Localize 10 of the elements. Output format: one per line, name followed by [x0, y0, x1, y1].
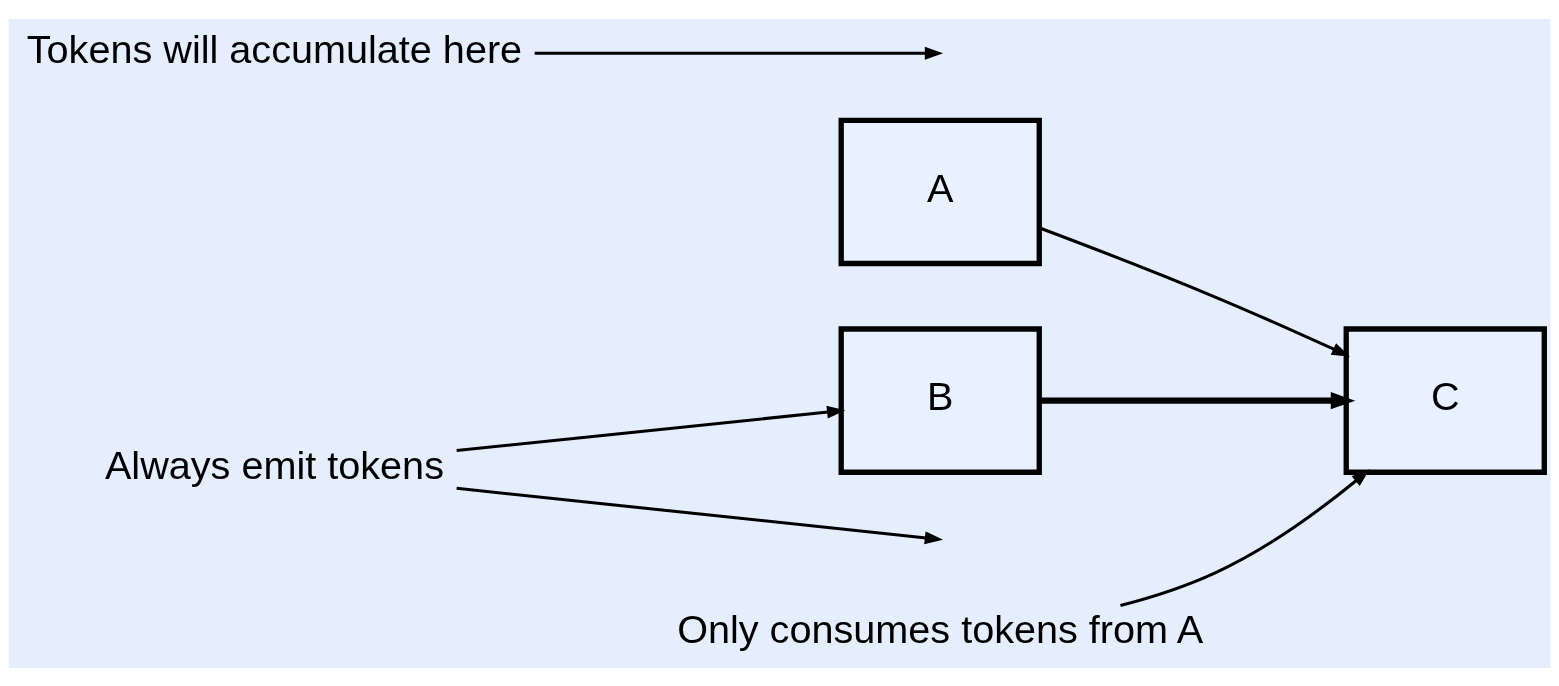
arrow — [1120, 468, 1370, 607]
node-box: B — [838, 325, 1042, 475]
arrow — [456, 405, 846, 452]
node-box: A — [838, 117, 1042, 266]
arrow — [1039, 226, 1351, 357]
node-text: Always emit tokens — [104, 442, 444, 487]
node-text: Tokens will accumulate here — [26, 26, 523, 71]
arrow — [1039, 391, 1356, 409]
node-text: Only consumes tokens from A — [677, 606, 1204, 651]
node-box: C — [1343, 325, 1547, 475]
